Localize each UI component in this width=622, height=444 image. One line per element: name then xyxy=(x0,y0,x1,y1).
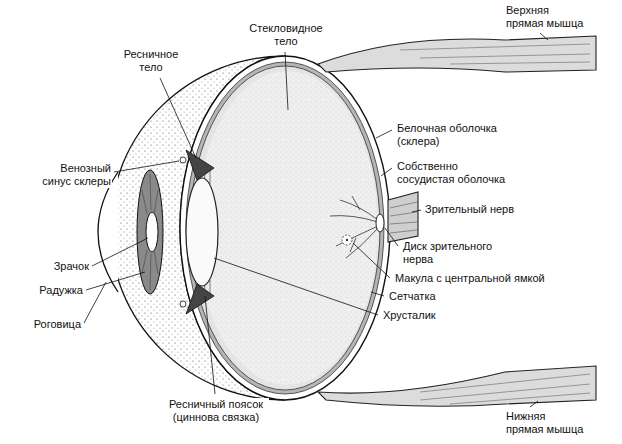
part-label: Сетчатка xyxy=(388,290,470,303)
vitreous-body xyxy=(196,71,378,385)
part-label: Белочная оболочка (склера) xyxy=(396,122,500,148)
part-label: Ресничное тело xyxy=(118,48,184,74)
muscle-striations xyxy=(400,44,590,64)
central-fovea xyxy=(346,239,348,241)
optic-disc xyxy=(376,214,384,232)
venous-sinus xyxy=(180,301,186,307)
part-label: Венозный синус склеры xyxy=(36,162,112,188)
iris-shape xyxy=(137,170,163,294)
part-label: Диск зрительного нерва xyxy=(402,240,504,266)
part-label: Радужка xyxy=(12,284,84,297)
part-label: Собственно сосудистая оболочка xyxy=(396,160,514,186)
part-label: Макула с центральной ямкой xyxy=(394,272,566,285)
part-label: Верхняя прямая мышца xyxy=(505,4,587,30)
inferior-rectus xyxy=(318,366,596,406)
part-label: Зрительный нерв xyxy=(424,203,530,216)
cornea-shape xyxy=(98,172,118,292)
macula-spot xyxy=(342,235,352,245)
venous-sinus xyxy=(180,157,186,163)
part-label: Стекловидное тело xyxy=(244,22,328,48)
choroid-shape xyxy=(186,62,384,394)
part-label: Роговица xyxy=(10,318,82,331)
part-label: Хрусталик xyxy=(382,309,464,322)
vitreous-texture xyxy=(196,71,378,385)
retinal-vessels xyxy=(330,196,378,258)
superior-rectus xyxy=(318,36,596,72)
part-label: Ресничный поясок (циннова связка) xyxy=(163,398,269,424)
part-label: Зрачок xyxy=(18,260,90,273)
leader-lines xyxy=(84,33,548,407)
muscle-striations xyxy=(420,374,590,404)
part-label: Нижняя прямая мышца xyxy=(505,410,587,436)
nerve-fibres xyxy=(390,202,417,233)
pupil-shape xyxy=(146,212,158,252)
lens-shape xyxy=(186,178,218,286)
optic-nerve xyxy=(388,192,418,242)
sclera-shape xyxy=(180,56,390,400)
